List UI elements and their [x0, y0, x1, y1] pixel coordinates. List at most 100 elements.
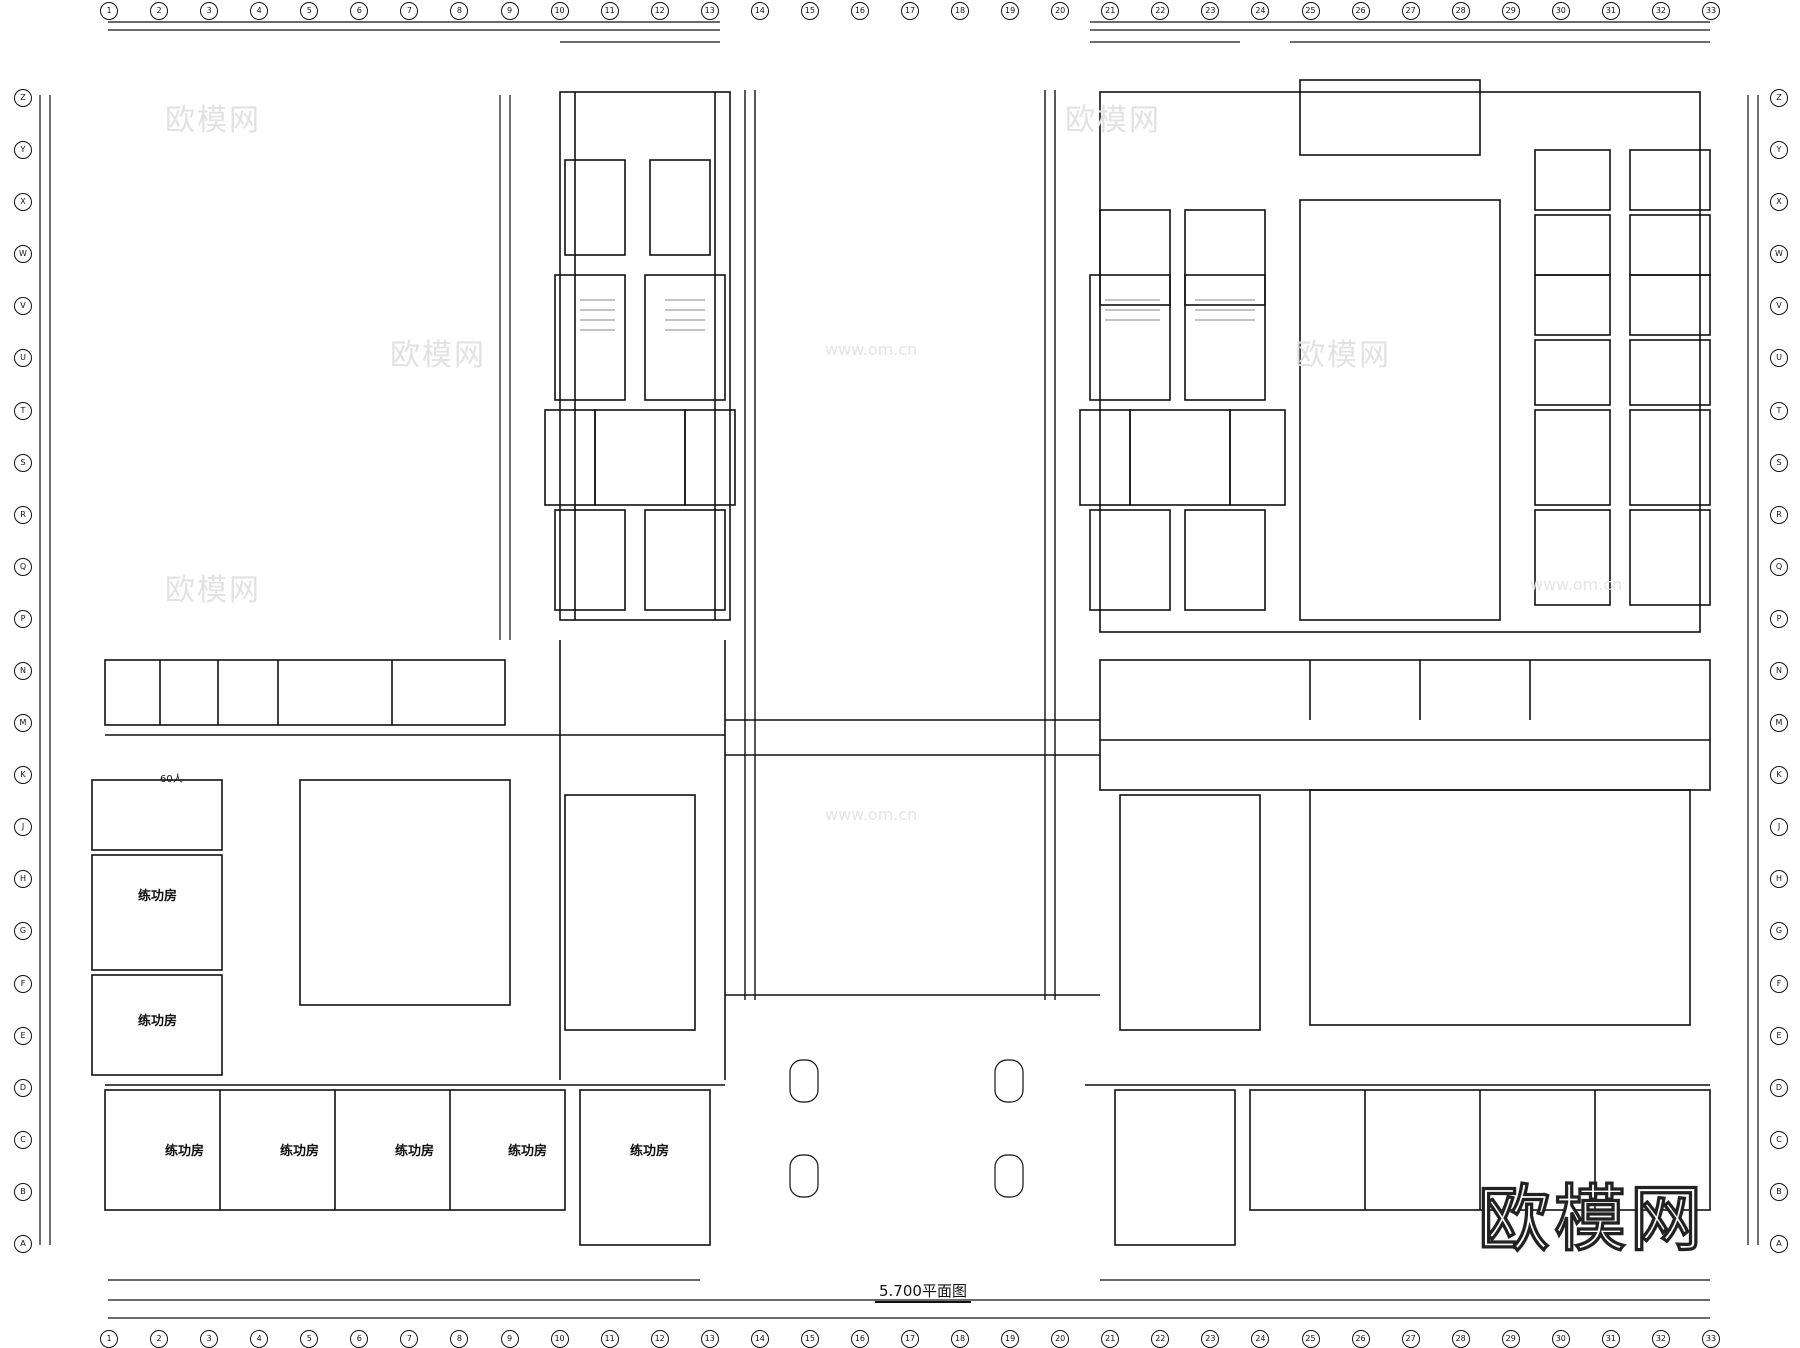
axis-bubble-top: 8 — [450, 2, 469, 20]
axis-bubble-top: 9 — [500, 2, 519, 20]
room-label: 练功房 — [395, 1144, 435, 1159]
axis-bubble-left: C — [14, 1130, 32, 1149]
capacity-label: 60人 — [160, 774, 183, 785]
axis-bubble-left: A — [14, 1235, 32, 1253]
axis-bubble-top: 7 — [400, 2, 419, 20]
axis-bubble-bottom: 30 — [1551, 1330, 1570, 1348]
axis-bubble-top: 22 — [1151, 2, 1170, 20]
axis-bubble-right: V — [1770, 297, 1788, 316]
right-building — [1079, 79, 1711, 1246]
axis-bubble-left: Z — [14, 89, 32, 107]
axis-bubble-bottom: 14 — [750, 1330, 769, 1348]
room-label: 练功房 — [138, 889, 178, 904]
axis-bubble-top: 3 — [200, 2, 219, 20]
axis-bubble-top: 19 — [1001, 2, 1020, 20]
axis-bubble-left: R — [14, 505, 32, 524]
brand-logo: 欧模网 — [1477, 1177, 1707, 1262]
axis-bubble-left: Q — [14, 557, 32, 576]
axis-bubble-bottom: 26 — [1351, 1330, 1370, 1348]
axis-bubble-bottom: 28 — [1451, 1330, 1470, 1348]
axis-bubble-top: 26 — [1351, 2, 1370, 20]
bottom-dimension-lines — [108, 1279, 1710, 1319]
axis-bubble-left: D — [14, 1078, 32, 1097]
axis-bubble-top: 13 — [700, 2, 719, 20]
connecting-bridge — [725, 90, 1100, 1000]
axis-bubble-top: 27 — [1401, 2, 1420, 20]
axis-bubble-top: 2 — [150, 2, 169, 20]
axis-bubble-right: Y — [1770, 141, 1788, 160]
axis-bubble-right: A — [1770, 1235, 1788, 1253]
axis-bubble-right: P — [1770, 609, 1788, 628]
axis-bubble-top: 11 — [600, 2, 619, 20]
axis-bubble-right: Q — [1770, 557, 1788, 576]
axis-bubble-right: R — [1770, 505, 1788, 524]
axis-bubble-left: P — [14, 609, 32, 628]
axis-bubble-left: T — [14, 401, 32, 420]
axis-bubble-top: 23 — [1201, 2, 1220, 20]
axis-bubble-right: T — [1770, 401, 1788, 420]
axis-bubble-bottom: 13 — [700, 1330, 719, 1348]
axis-bubble-right: D — [1770, 1078, 1788, 1097]
axis-bubble-right: J — [1770, 818, 1788, 837]
axis-bubble-right: Z — [1770, 89, 1788, 107]
axis-bubble-right: S — [1770, 453, 1788, 472]
axis-bubble-left: N — [14, 662, 32, 680]
axis-bubble-bottom: 10 — [550, 1330, 569, 1348]
axis-bubble-right: G — [1770, 922, 1788, 941]
axis-bubble-bottom: 27 — [1401, 1330, 1420, 1348]
axis-bubble-top: 31 — [1601, 2, 1620, 20]
axis-bubble-left: U — [14, 349, 32, 368]
axis-bubble-top: 5 — [300, 2, 319, 20]
room-label: 练功房 — [280, 1144, 320, 1159]
axis-bubble-bottom: 12 — [650, 1330, 669, 1348]
axis-bubble-top: 6 — [350, 2, 369, 20]
axis-bubble-bottom: 19 — [1001, 1330, 1020, 1348]
axis-bubble-top: 21 — [1101, 2, 1120, 20]
axis-bubble-left: K — [14, 766, 32, 785]
axis-bubble-top: 16 — [850, 2, 869, 20]
axis-bubble-top: 25 — [1301, 2, 1320, 20]
axis-bubble-top: 29 — [1501, 2, 1520, 20]
axis-bubble-bottom: 9 — [500, 1330, 519, 1348]
axis-bubble-top: 33 — [1702, 2, 1720, 20]
axis-bubble-bottom: 16 — [850, 1330, 869, 1348]
axis-bubble-left: H — [14, 870, 32, 889]
left-building — [91, 91, 736, 1246]
axis-bubble-right: H — [1770, 870, 1788, 889]
axis-bubble-bottom: 31 — [1601, 1330, 1620, 1348]
drawing-title: 5.700平面图 — [875, 1280, 971, 1303]
axis-bubble-top: 12 — [650, 2, 669, 20]
axis-bubble-right: U — [1770, 349, 1788, 368]
axis-bubble-top: 32 — [1651, 2, 1670, 20]
room-label: 练功房 — [508, 1144, 548, 1159]
axis-bubble-top: 4 — [250, 2, 269, 20]
axis-bubble-left: V — [14, 297, 32, 316]
axis-bubble-right: M — [1770, 714, 1788, 733]
axis-bubble-bottom: 17 — [901, 1330, 919, 1348]
axis-bubble-left: B — [14, 1182, 32, 1201]
axis-bubble-right: B — [1770, 1182, 1788, 1201]
axis-bubble-left: M — [14, 714, 32, 733]
axis-bubble-bottom: 15 — [800, 1330, 819, 1348]
axis-bubble-top: 18 — [951, 2, 970, 20]
axis-bubble-top: 1 — [100, 2, 118, 20]
axis-bubble-right: E — [1770, 1026, 1788, 1045]
axis-bubble-top: 20 — [1051, 2, 1070, 20]
room-label: 练功房 — [630, 1144, 670, 1159]
seating-hatch — [580, 299, 1255, 331]
axis-bubble-top: 15 — [800, 2, 819, 20]
axis-bubble-bottom: 2 — [150, 1330, 169, 1348]
axis-bubble-top: 28 — [1451, 2, 1470, 20]
axis-bubble-bottom: 25 — [1301, 1330, 1320, 1348]
axis-bubble-bottom: 11 — [600, 1330, 619, 1348]
room-label: 练功房 — [138, 1014, 178, 1029]
axis-bubble-left: F — [14, 974, 32, 993]
axis-bubble-top: 17 — [901, 2, 919, 20]
room-label: 练功房 — [165, 1144, 205, 1159]
axis-bubble-left: W — [14, 245, 32, 264]
axis-bubble-top: 10 — [550, 2, 569, 20]
entrance-ornaments — [789, 1059, 1024, 1198]
axis-bubble-left: E — [14, 1026, 32, 1045]
axis-bubble-right: K — [1770, 766, 1788, 785]
